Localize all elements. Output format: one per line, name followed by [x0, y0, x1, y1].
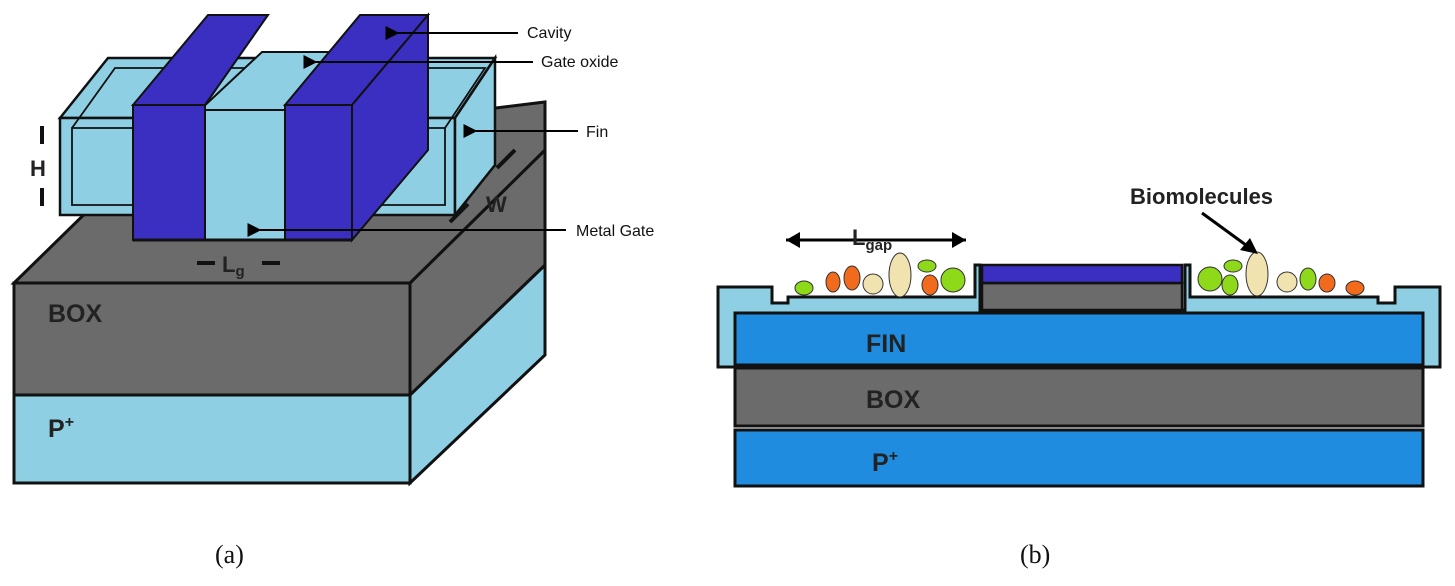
lgap-arrowhead-right	[952, 232, 966, 248]
height-label: H	[30, 156, 46, 181]
gate-oxide-b	[980, 281, 1184, 312]
biomolecules-arrow	[1201, 211, 1251, 250]
molecule	[940, 267, 966, 293]
width-label: W	[486, 192, 507, 217]
molecule	[888, 252, 912, 298]
gap-length-label: Lgap	[852, 225, 892, 254]
molecule	[843, 265, 861, 291]
caption-a: (a)	[215, 540, 244, 569]
molecule	[1276, 271, 1298, 293]
molecule	[1245, 251, 1269, 297]
molecule	[1299, 267, 1317, 291]
metal-gate-right-side	[351, 12, 429, 243]
fin-label-b: FIN	[866, 330, 906, 358]
metal-gate-right-front	[284, 104, 353, 241]
biomolecules-right	[1197, 251, 1365, 297]
fin-label-a: Fin	[586, 124, 608, 141]
box-label-b: BOX	[866, 386, 921, 414]
panel-a-3d-finfet: Cavity Gate oxide Fin Metal Gate H W Lg …	[10, 12, 654, 569]
substrate-front-a	[12, 393, 412, 485]
w-marker-1	[495, 148, 517, 170]
biomolecules-arrowhead	[1240, 238, 1258, 254]
metal-gate-left-front	[132, 104, 206, 241]
molecule	[1345, 280, 1365, 296]
molecule	[825, 271, 841, 293]
box-label-a: BOX	[48, 300, 103, 328]
molecule	[1318, 273, 1336, 293]
gate-oxide-label: Gate oxide	[541, 54, 618, 71]
metal-gate-label: Metal Gate	[576, 223, 654, 240]
panel-b-cross-section: Biomolecules Lgap FIN BOX P+ (b)	[716, 184, 1442, 569]
substrate-layer-b	[733, 428, 1425, 488]
cavity-front	[199, 109, 291, 241]
biomolecules-label: Biomolecules	[1130, 184, 1273, 209]
substrate-label-b: P+	[872, 448, 898, 477]
molecule	[1223, 259, 1243, 273]
caption-b: (b)	[1020, 540, 1050, 569]
molecule	[862, 273, 884, 295]
molecule	[794, 280, 814, 296]
box-layer-b	[733, 366, 1425, 428]
lgap-arrowhead-left	[786, 232, 800, 248]
molecule	[1221, 274, 1239, 296]
molecule	[1197, 266, 1223, 292]
molecule	[917, 259, 937, 273]
cavity-label: Cavity	[527, 25, 571, 42]
biomolecules-left	[794, 252, 966, 298]
metal-gate-b	[980, 263, 1184, 285]
gate-length-label: Lg	[222, 252, 245, 280]
w-marker-2	[448, 202, 470, 224]
fin-layer-b	[733, 311, 1425, 367]
molecule	[921, 274, 939, 296]
substrate-label-a: P+	[48, 414, 74, 443]
